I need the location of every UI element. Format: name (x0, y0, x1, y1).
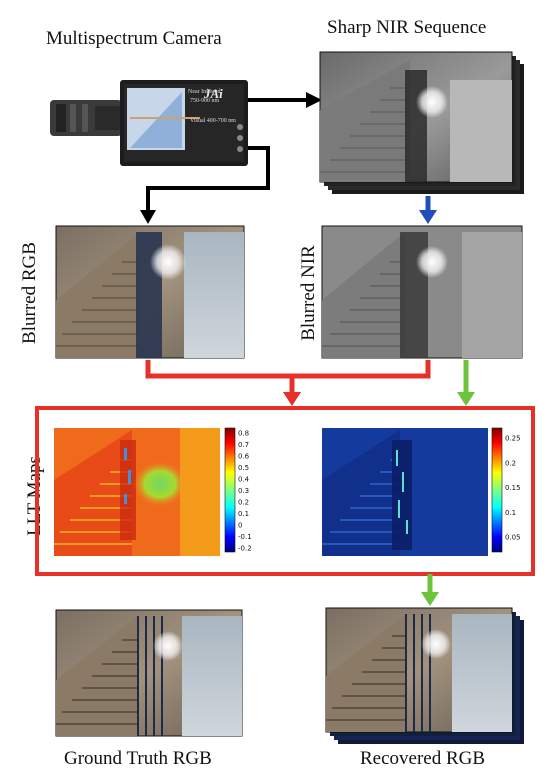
colorbar-left-ticks: 0.8 0.7 0.6 0.5 0.4 0.3 0.2 0.1 0 -0.1 -0.2 (238, 430, 252, 553)
sharp-nir-label: Sharp NIR Sequence (327, 17, 487, 38)
camera-brand-logo: JAi (203, 86, 223, 101)
nir-to-llt-green-arrow (457, 360, 475, 406)
llt-to-recovered-arrow (421, 574, 439, 606)
llt-map-left (54, 428, 220, 556)
recovered-label: Recovered RGB (360, 748, 486, 769)
blurred-nir-image (321, 225, 523, 359)
camera-label: Multispectrum Camera (46, 28, 222, 49)
colorbar-right-tick-3: 0.1 (505, 509, 516, 517)
llt-map-right (322, 428, 488, 556)
ground-truth-label: Ground Truth RGB (64, 748, 212, 769)
colorbar-left-tick-4: 0.4 (238, 476, 250, 484)
colorbar-left-tick-3: 0.5 (238, 464, 249, 472)
colorbar-left-tick-8: 0 (238, 522, 242, 530)
recovered-stack (325, 607, 524, 744)
colorbar-left-tick-2: 0.6 (238, 453, 250, 461)
inputs-to-llt-arrow (145, 360, 431, 406)
sharp-nir-stack (319, 51, 524, 194)
colorbar-right-ticks: 0.25 0.2 0.15 0.1 0.05 (505, 435, 521, 542)
sharp-to-blurred-nir-arrow (419, 196, 437, 224)
colorbar-left-tick-5: 0.3 (238, 487, 249, 495)
colorbar-right-tick-4: 0.05 (505, 534, 521, 542)
colorbar-left-tick-1: 0.7 (238, 441, 249, 449)
colorbar-left-tick-9: -0.1 (238, 533, 252, 541)
camera-illustration: Near Infrared 750-900 nm Visual 400-700 … (50, 80, 248, 166)
camera-nir-range-text: 750-900 nm (190, 98, 219, 104)
ground-truth-image (55, 609, 243, 737)
camera-to-nir-arrow (248, 92, 322, 108)
colorbar-right-tick-0: 0.25 (505, 435, 521, 443)
colorbar-left-tick-6: 0.2 (238, 499, 249, 507)
colorbar-right-tick-2: 0.15 (505, 484, 521, 492)
camera-nir-text: Near Infrared (188, 88, 220, 95)
colorbar-right-tick-1: 0.2 (505, 459, 516, 467)
colorbar-right (491, 427, 503, 553)
camera-to-rgb-arrow (140, 146, 270, 224)
blurred-rgb-image (55, 225, 245, 359)
colorbar-left-tick-10: -0.2 (238, 545, 252, 553)
colorbar-left-tick-7: 0.1 (238, 510, 249, 518)
llt-box (35, 406, 535, 576)
colorbar-left-tick-0: 0.8 (238, 430, 249, 438)
camera-visual-text: Visual 400-700 nm (190, 118, 236, 124)
colorbar-left (224, 427, 236, 553)
